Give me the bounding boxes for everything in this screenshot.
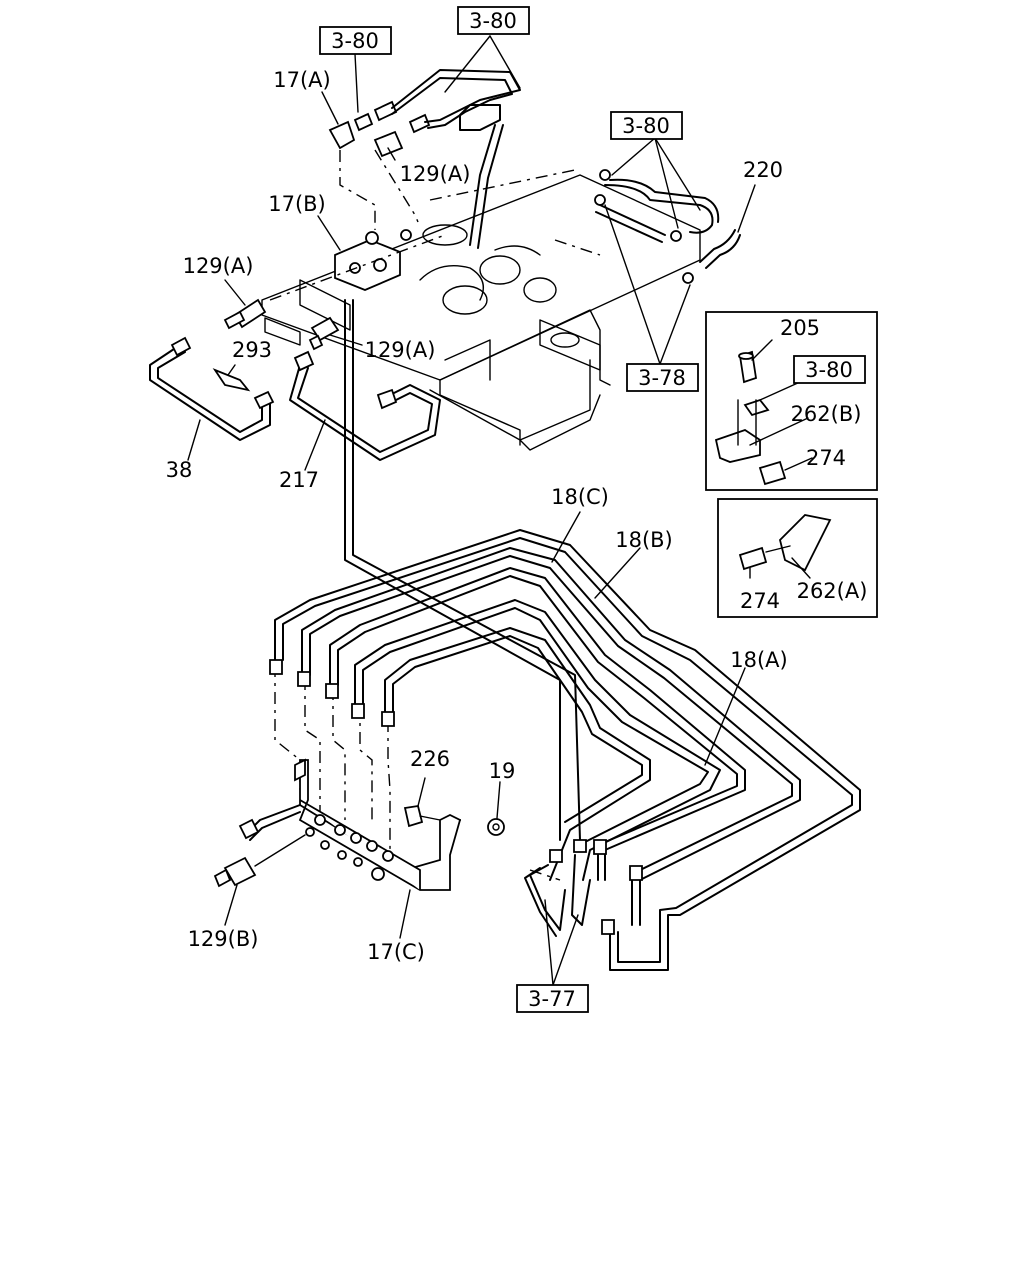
label-293: 293 [232,338,272,362]
label-226: 226 [410,747,450,771]
reference-boxes: 3-80 3-80 3-80 3-80 3-78 3-77 [319,6,866,1013]
label-129b: 129(B) [188,927,259,951]
label-129a-top: 129(A) [400,162,471,186]
dashed-guides [269,149,601,881]
ref-box-3-77 [516,984,589,1013]
ref-box-3-80-detail [793,355,866,384]
label-217: 217 [279,468,319,492]
detail-box-clip-a [717,498,878,618]
detail-box-clip-b [705,311,878,491]
label-205: 205 [780,316,820,340]
ref-3-80-detail: 3-80 [805,358,853,382]
label-38: 38 [166,458,193,482]
ref-3-80-right: 3-80 [622,114,670,138]
ref-3-78: 3-78 [638,366,686,390]
manifold-17c [213,758,505,891]
label-19: 19 [489,759,516,783]
ref-3-80-top: 3-80 [469,9,517,33]
ref-box-3-80-top [457,6,530,35]
part-labels: 17(A) 129(A) 17(B) 129(A) 129(A) 220 293… [166,68,868,964]
ref-3-77: 3-77 [528,987,576,1011]
label-18a: 18(A) [730,648,787,672]
label-262b: 262(B) [791,402,862,426]
label-18c: 18(C) [551,485,609,509]
ref-box-3-80-right [610,111,683,140]
label-18b: 18(B) [615,528,673,552]
pipe-bundle [269,529,861,971]
label-129a-center: 129(A) [365,338,436,362]
label-262a: 262(A) [797,579,868,603]
label-274-lower: 274 [740,589,780,613]
ref-box-3-80-left [319,26,392,55]
label-17b: 17(B) [268,192,326,216]
label-17c: 17(C) [367,940,425,964]
label-17a: 17(A) [273,68,330,92]
leader-lines [187,35,813,986]
ref-3-80-left: 3-80 [331,29,379,53]
label-220: 220 [743,158,783,182]
upper-assembly [149,69,741,841]
ref-box-3-78 [626,363,699,392]
label-274-upper: 274 [806,446,846,470]
label-129a-left: 129(A) [183,254,254,278]
